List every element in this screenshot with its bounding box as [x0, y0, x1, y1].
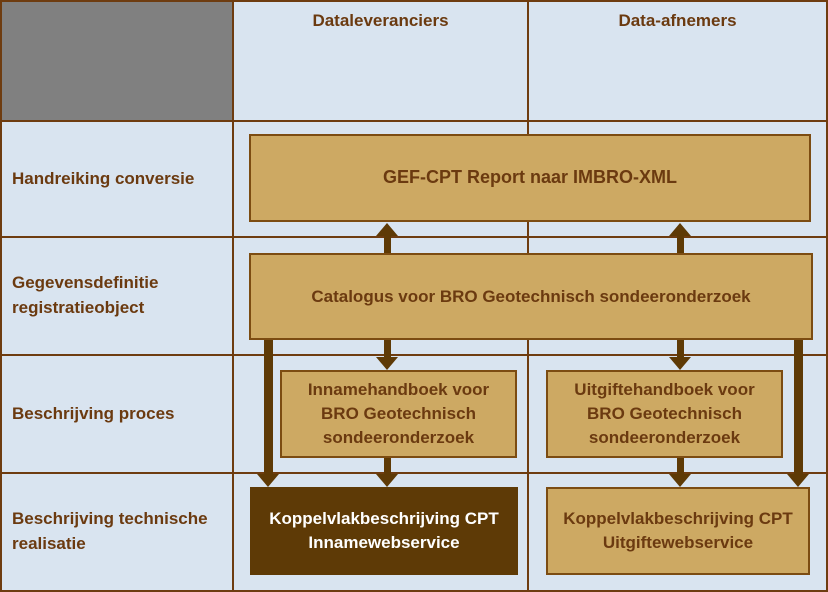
- arrow-down-inname-head: [376, 357, 398, 370]
- row-label-handreiking-conversie: Handreiking conversie: [12, 168, 195, 188]
- box-koppelvlak-uitgiftewebservice: Koppelvlakbeschrijving CPT Uitgiftewebse…: [546, 487, 810, 575]
- box-uitgiftehandboek: Uitgiftehandboek voor BRO Geotechnisch s…: [546, 370, 783, 458]
- grid-line-col1: [232, 0, 234, 592]
- arrow-down-koppelvlak-uitgifte-shaft: [677, 458, 684, 474]
- grid-line-top: [0, 0, 828, 2]
- corner-cell: [0, 0, 233, 121]
- arrow-down-inname-shaft: [384, 340, 391, 357]
- arrow-down-koppelvlak-inname-shaft: [384, 458, 391, 474]
- grid-line-row3: [0, 354, 828, 356]
- row-label-beschrijving-technische-realisatie: Beschrijving technische realisatie: [12, 509, 208, 553]
- arrow-long-left-head: [257, 474, 279, 487]
- arrow-down-uitgifte-head: [669, 357, 691, 370]
- grid-line-row2: [0, 236, 828, 238]
- grid-line-row4: [0, 472, 828, 474]
- box-gef-cpt-report: GEF-CPT Report naar IMBRO-XML: [249, 134, 811, 222]
- arrow-long-right-shaft: [794, 340, 803, 474]
- arrow-long-right-head: [787, 474, 809, 487]
- box-innamehandboek: Innamehandboek voor BRO Geotechnisch son…: [280, 370, 517, 458]
- grid-line-row1: [0, 120, 828, 122]
- arrow-long-left-shaft: [264, 340, 273, 474]
- box-catalogus: Catalogus voor BRO Geotechnisch sondeero…: [249, 253, 813, 340]
- arrow-up-left-head: [376, 223, 398, 236]
- grid-line-bottom: [0, 590, 828, 592]
- grid-line-left: [0, 0, 2, 592]
- arrow-down-uitgifte-shaft: [677, 340, 684, 357]
- grid-line-right: [826, 0, 828, 592]
- arrow-up-right-head: [669, 223, 691, 236]
- arrow-up-left-shaft: [384, 236, 391, 253]
- arrow-down-koppelvlak-uitgifte-head: [669, 474, 691, 487]
- box-koppelvlak-innamewebservice: Koppelvlakbeschrijving CPT Innamewebserv…: [250, 487, 518, 575]
- column-header-dataleveranciers: Dataleveranciers: [312, 11, 449, 30]
- row-label-beschrijving-proces: Beschrijving proces: [12, 403, 175, 423]
- arrow-up-right-shaft: [677, 236, 684, 253]
- column-header-data-afnemers: Data-afnemers: [618, 11, 737, 30]
- row-label-gegevensdefinitie-registratieobject: Gegevensdefinitie registratieobject: [12, 273, 159, 317]
- arrow-down-koppelvlak-inname-head: [376, 474, 398, 487]
